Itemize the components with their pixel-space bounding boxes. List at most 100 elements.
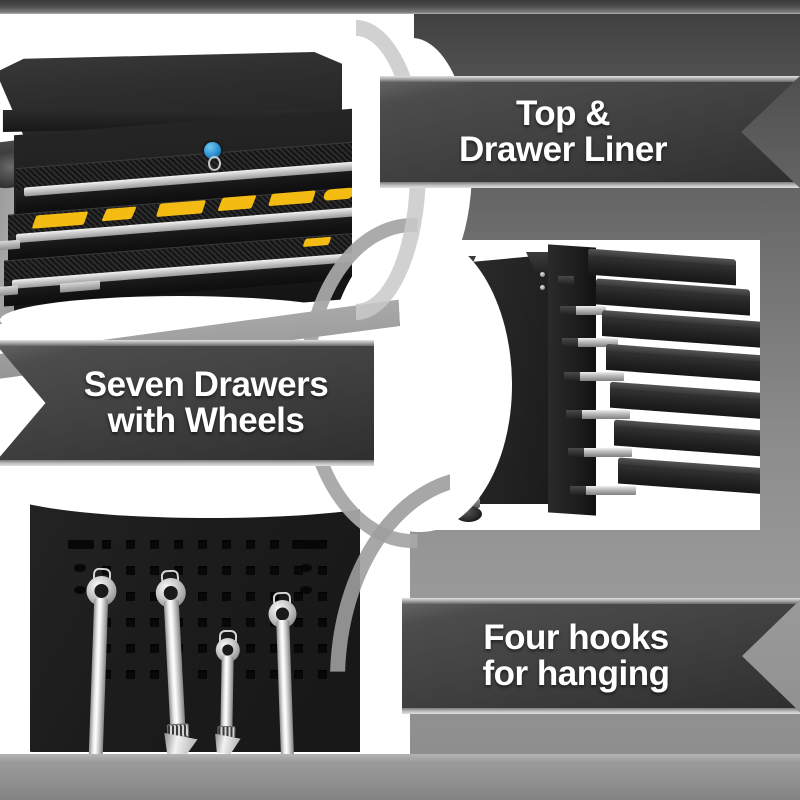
slide-drawer-7: [618, 457, 760, 497]
banner-1-fill: [380, 76, 800, 188]
peg-oval-2: [300, 564, 312, 572]
peg-hole: [222, 540, 231, 549]
banner-3-line-2: for hanging: [482, 654, 670, 693]
peg-hole: [270, 540, 279, 549]
screw-3: [540, 272, 545, 277]
slide-rail-3: [564, 338, 618, 347]
slide-drawer-4: [606, 343, 760, 383]
wrench-1: [76, 567, 122, 755]
wrench-2-shaft: [163, 599, 186, 731]
peg-hole: [246, 670, 255, 679]
peg-hole: [102, 670, 111, 679]
peg-hole: [102, 540, 111, 549]
peg-hole: [270, 592, 279, 601]
slide-rail-block-4: [564, 372, 580, 381]
peg-hole: [318, 670, 327, 679]
peg-hole: [294, 618, 303, 627]
peg-hole: [246, 618, 255, 627]
banner-2-line-2: with Wheels: [107, 401, 305, 440]
peg-hole: [198, 670, 207, 679]
peg-hole: [294, 644, 303, 653]
peg-hole: [150, 540, 159, 549]
wrench-3-hole: [222, 644, 234, 656]
wrench-4-shaft: [276, 619, 295, 755]
banner-1-top-highlight: [380, 76, 800, 82]
peg-hole: [126, 618, 135, 627]
peg-hole: [174, 540, 183, 549]
slide-rail-6: [570, 448, 632, 457]
slide-rail-5: [568, 410, 630, 419]
wrench-2-hole: [163, 585, 179, 601]
banner-3-fill: [402, 598, 800, 714]
slide-rail-block-3: [562, 338, 578, 347]
peg-hole: [318, 644, 327, 653]
peg-hole: [102, 566, 111, 575]
wrench-3-shaft: [220, 655, 234, 735]
peg-oval-4: [300, 586, 312, 594]
peg-hole: [222, 566, 231, 575]
slide-drawer-5: [610, 381, 760, 421]
wrench-2: [148, 569, 201, 755]
peg-hole: [318, 592, 327, 601]
slide-rail-4: [566, 372, 624, 381]
peg-hole: [270, 644, 279, 653]
peg-hole: [126, 540, 135, 549]
banner-four-hooks-for-hanging: Four hooks for hanging: [402, 598, 800, 714]
slide-drawer-2: [596, 278, 750, 316]
peg-hole: [198, 618, 207, 627]
slide-rail-7: [572, 486, 636, 495]
wrench-3-jaw: [212, 734, 241, 755]
peg-hole: [318, 540, 327, 549]
peg-hole: [126, 644, 135, 653]
slide-drawer-1: [588, 248, 736, 286]
wrench-4: [262, 591, 307, 755]
banner-3-top-highlight: [402, 598, 800, 604]
slide-drawer-3: [602, 310, 760, 348]
peg-oval-3: [74, 586, 86, 594]
peg-hole: [246, 644, 255, 653]
banner-1-text: Top & Drawer Liner: [380, 93, 800, 169]
peg-hole: [222, 618, 231, 627]
wrench-2-jaw: [160, 733, 198, 755]
peg-hole: [318, 566, 327, 575]
photo-pegboard-with-wrenches: [30, 500, 388, 755]
slide-rail-block-1: [558, 276, 574, 285]
slide-rail-block-7: [570, 486, 586, 495]
peg-hole: [294, 566, 303, 575]
peg-hole: [150, 566, 159, 575]
peg-hole: [270, 670, 279, 679]
pegboard: [30, 504, 360, 755]
peg-hole: [198, 540, 207, 549]
bottom-edge-bar: [0, 754, 800, 800]
banner-seven-drawers-with-wheels: Seven Drawers with Wheels: [0, 340, 374, 466]
banner-3-shape: [402, 598, 800, 714]
wrench-3: [208, 629, 246, 755]
slide-rail-block-5: [566, 410, 582, 419]
peg-hole: [126, 670, 135, 679]
banner-2-bottom-highlight: [0, 460, 374, 466]
peg-hole: [246, 540, 255, 549]
slide-rail-2: [562, 306, 606, 315]
banner-3-line-1: Four hooks: [483, 617, 669, 657]
peg-hole: [294, 670, 303, 679]
top-edge-strip: [0, 0, 800, 14]
peg-hole: [318, 618, 327, 627]
peg-slot-right: [292, 540, 318, 549]
banner-1-line-1: Top &: [515, 93, 611, 133]
wrench-1-shaft: [88, 597, 109, 755]
peg-hole: [150, 618, 159, 627]
slide-rail-block-6: [568, 448, 584, 457]
banner-3-text: Four hooks for hanging: [402, 617, 800, 693]
lock-cylinder-icon: [204, 142, 221, 159]
slide-drawer-6: [614, 419, 760, 459]
wrench-1-hole: [94, 583, 109, 599]
banner-2-shape: [0, 340, 374, 466]
peg-hole: [150, 670, 159, 679]
peg-hole: [102, 644, 111, 653]
peg-hole: [294, 540, 303, 549]
banner-2-fill: [0, 340, 374, 466]
banner-1-shape: [380, 76, 800, 188]
peg-hole: [150, 592, 159, 601]
peg-slot-left: [68, 540, 94, 549]
